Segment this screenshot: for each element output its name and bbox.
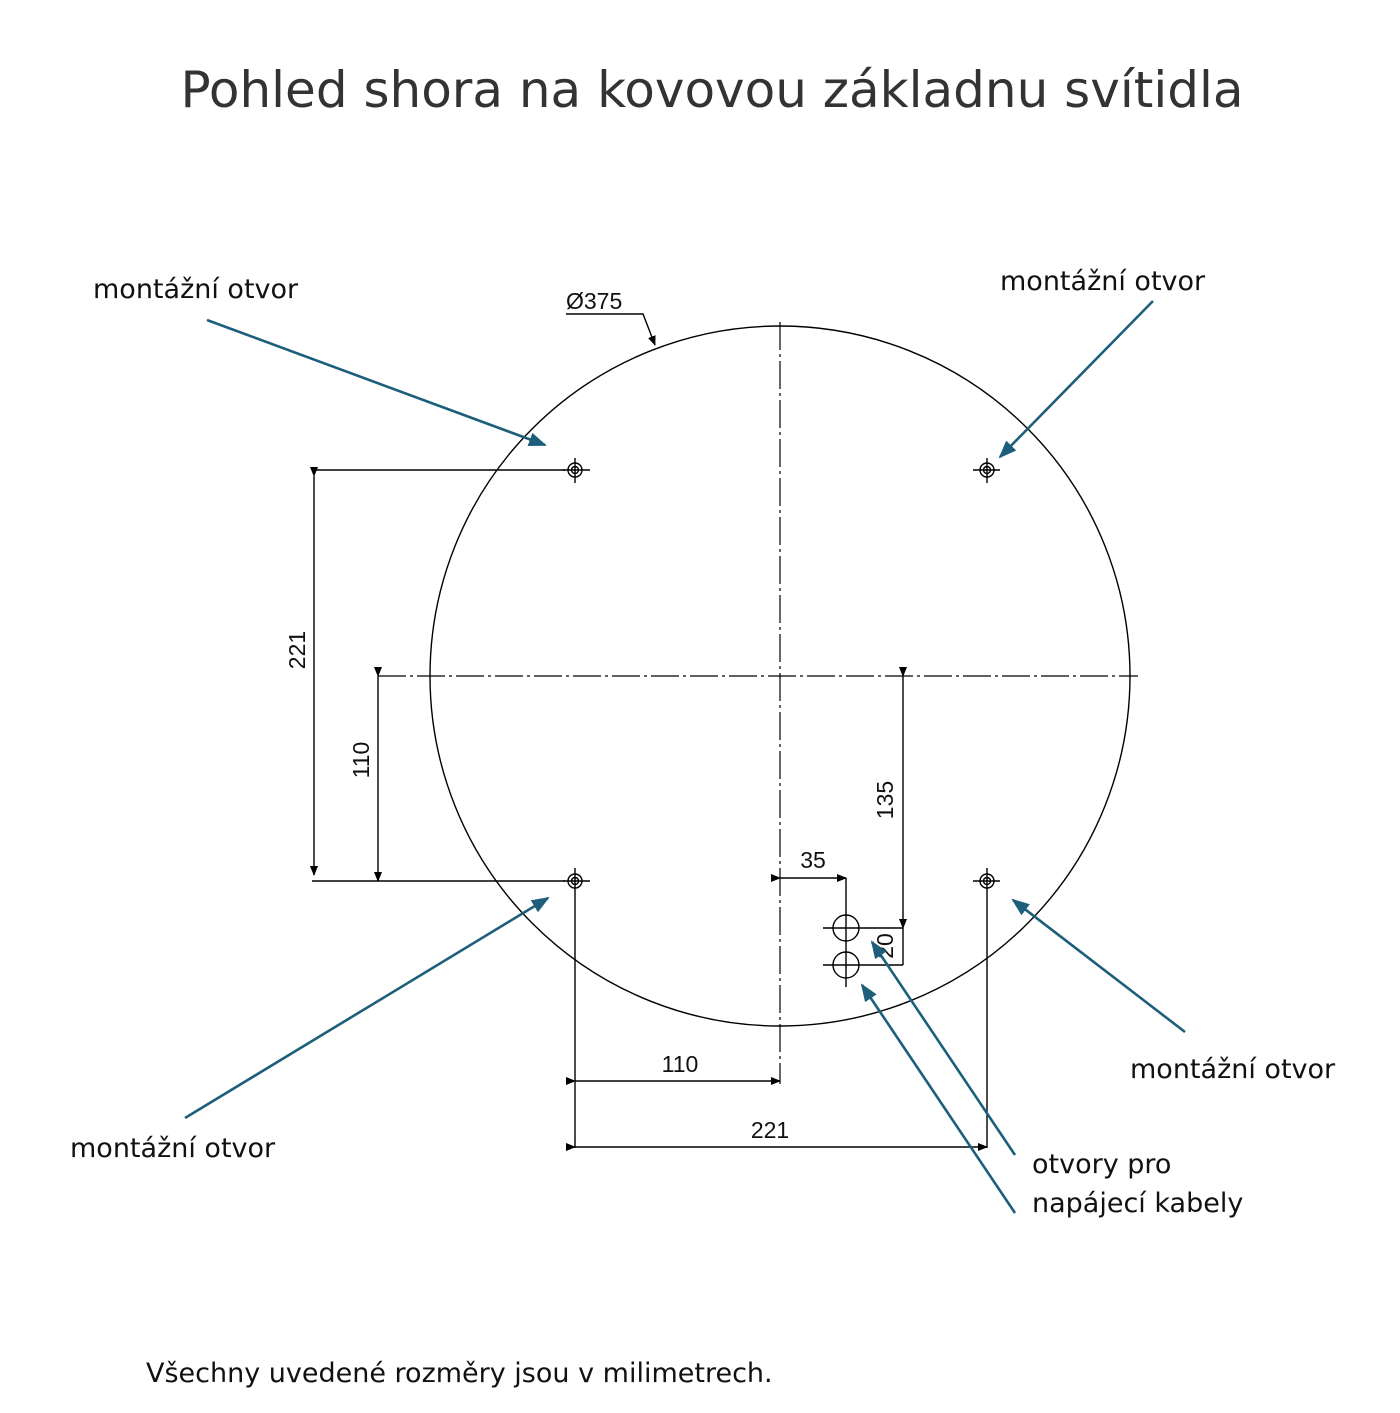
dim-vertical-135: 135 <box>872 781 898 819</box>
cable-holes <box>823 878 903 987</box>
mounting-hole-bottom-right <box>973 868 1000 1148</box>
dim-horizontal-110: 110 <box>662 1051 699 1077</box>
label-mounting-hole-top-right: montážní otvor <box>1000 266 1206 297</box>
callout-arrows <box>184 300 1186 1214</box>
dimension-lines <box>310 313 988 1151</box>
label-mounting-hole-bottom-right: montážní otvor <box>1130 1054 1336 1085</box>
dim-horizontal-221: 221 <box>751 1117 789 1143</box>
label-cable-holes-line1: otvory pro <box>1032 1149 1171 1180</box>
mounting-hole-bottom-left <box>563 868 590 1148</box>
page-title: Pohled shora na kovovou základnu svítidl… <box>181 61 1244 119</box>
label-mounting-hole-top-left: montážní otvor <box>93 274 299 305</box>
dim-horizontal-35: 35 <box>800 847 826 873</box>
footer-note: Všechny uvedené rozměry jsou v milimetre… <box>146 1358 773 1389</box>
label-cable-holes-line2: napájecí kabely <box>1032 1188 1243 1219</box>
label-mounting-hole-bottom-left: montážní otvor <box>70 1133 276 1164</box>
mounting-hole-top-left <box>563 458 590 483</box>
diameter-label: Ø375 <box>566 288 622 314</box>
dim-vertical-110: 110 <box>348 742 374 779</box>
mounting-hole-top-right <box>973 458 1000 483</box>
dim-vertical-221: 221 <box>284 631 310 669</box>
